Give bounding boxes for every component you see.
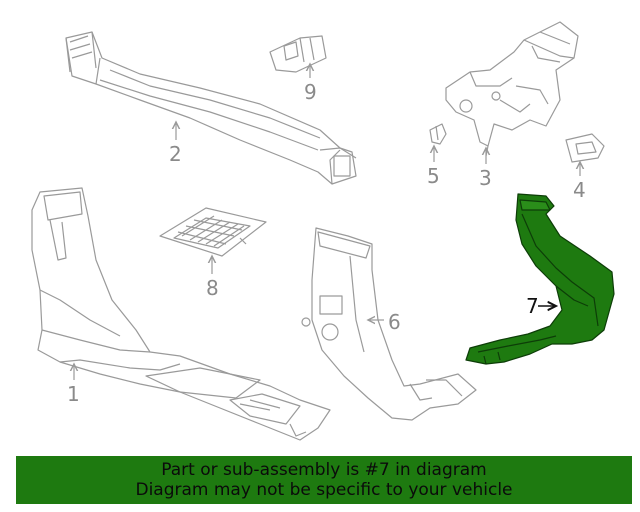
exploded-view-drawing xyxy=(31,21,615,441)
part-3-module xyxy=(445,21,579,157)
callout-5: 5 xyxy=(427,164,440,188)
callout-9: 9 xyxy=(304,80,317,104)
banner-line-disclaimer: Diagram may not be specific to your vehi… xyxy=(135,480,513,500)
callout-1: 1 xyxy=(67,382,80,406)
part-9-clip xyxy=(269,35,327,73)
callout-3: 3 xyxy=(479,166,492,190)
leader-lines xyxy=(74,64,580,380)
callout-8: 8 xyxy=(206,276,219,300)
part-1-duct xyxy=(31,187,331,441)
part-2-duct xyxy=(65,31,357,185)
part-8-grille xyxy=(159,207,267,257)
part-4-clip xyxy=(565,133,605,163)
part-7-duct-highlighted xyxy=(465,193,615,365)
callout-2: 2 xyxy=(169,142,182,166)
part-5-bracket xyxy=(429,123,447,145)
banner-line-part: Part or sub-assembly is #7 in diagram xyxy=(161,460,487,480)
info-banner: Part or sub-assembly is #7 in diagram Di… xyxy=(16,456,632,504)
callout-6: 6 xyxy=(388,310,401,334)
part-6-duct xyxy=(301,227,477,421)
callout-4: 4 xyxy=(573,178,586,202)
callout-7: 7 xyxy=(526,294,539,318)
